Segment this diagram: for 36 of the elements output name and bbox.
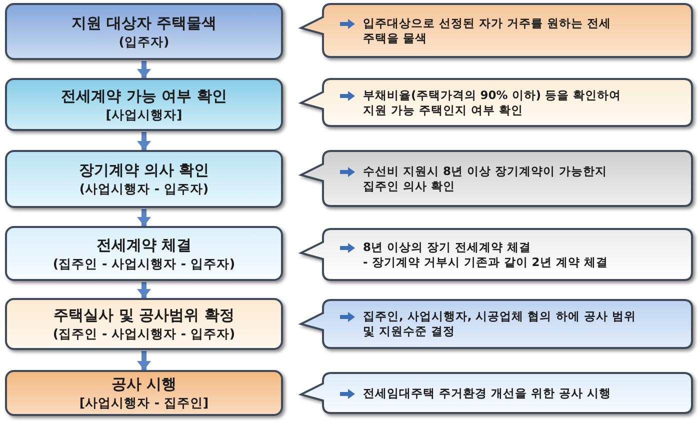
- step-actors: (사업시행자 - 입주자): [79, 181, 209, 197]
- down-arrow: [137, 282, 151, 298]
- callout-text: 8년 이상의 장기 전세계약 체결: [363, 240, 532, 254]
- down-arrow: [137, 61, 151, 78]
- step-title: 지원 대상자 주택물색: [71, 14, 217, 33]
- callout-bubble: [300, 228, 696, 284]
- step-title: 장기계약 의사 확인: [78, 161, 210, 180]
- callout-text: 수선비 지원시 8년 이상 장기계약이 가능한지 집주인 의사 확인: [363, 164, 608, 194]
- callout-text: 전세임대주택 주거환경 개선을 위한 공사 시행: [363, 386, 612, 400]
- callout-bubble: [300, 299, 696, 352]
- step-title: 전세계약 체결: [96, 236, 192, 255]
- process-box: [5, 78, 283, 131]
- step-actors: [사업시행자]: [106, 106, 182, 122]
- down-arrow: [137, 351, 151, 370]
- step-actors: [사업시행자 - 집주인]: [79, 395, 209, 411]
- callout-bubble: [300, 3, 696, 61]
- step-title: 공사 시행: [111, 375, 177, 394]
- process-box: [5, 3, 283, 60]
- step-title: 전세계약 가능 여부 확인: [61, 86, 227, 106]
- callout-text: 부채비율(주택가격의 90% 이하) 등을 확인하여 지원 가능 주택인지 여부 확인: [363, 88, 622, 118]
- step-actors: (집주인 - 사업시행자 - 입주자): [52, 256, 236, 272]
- callout-text: 집주인, 사업시행자, 시공업체 협의 하에 공사 범위 및 지원수준 결정: [363, 309, 637, 339]
- callout-text: 입주대상으로 선정된 자가 거주를 원하는 전세 주택을 물색: [363, 16, 612, 46]
- process-box: [5, 370, 283, 416]
- callout-bubble: [300, 78, 696, 130]
- process-box: [5, 150, 283, 208]
- callout-subnote: - 장기계약 거부시 기존과 같이 2년 계약 체결: [363, 254, 609, 270]
- callout-bubble: [300, 150, 696, 210]
- step-actors: (집주인 - 사업시행자 - 입주자): [52, 326, 236, 342]
- step-actors: (입주자): [118, 34, 170, 50]
- down-arrow: [137, 132, 151, 150]
- down-arrow: [137, 209, 151, 226]
- callout-bubble: [300, 372, 696, 417]
- process-box: [5, 226, 283, 281]
- process-box: [5, 298, 283, 350]
- step-title: 주택실사 및 공사범위 확정: [54, 306, 234, 326]
